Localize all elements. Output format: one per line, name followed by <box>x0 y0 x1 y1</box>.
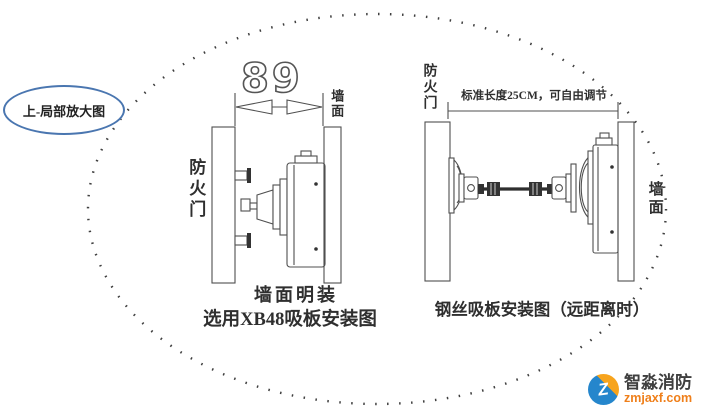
electromagnet-body <box>286 150 326 268</box>
xb48-suction-plate <box>256 178 288 236</box>
left-caption: 选用XB48吸板安装图 <box>203 310 377 330</box>
right-dimension-note: 标准长度25CM，可自由调节 <box>461 90 607 102</box>
right-installation-diagram <box>424 102 635 282</box>
right-wall-label: 墙面 <box>646 181 663 217</box>
screw-icon <box>610 230 614 234</box>
right-dimension-line <box>447 102 619 119</box>
wire-ferrule-icon <box>529 182 542 196</box>
brand-name: 智淼消防 <box>624 373 692 393</box>
left-wall <box>323 126 342 284</box>
left-wall-label: 墙面 <box>329 89 345 119</box>
dotted-boundary-ellipse <box>86 12 668 406</box>
left-arrowhead-icon <box>235 99 273 115</box>
wire-suction-plate <box>448 157 479 214</box>
screw-icon <box>314 182 318 186</box>
brand-website: zmjaxf.com <box>624 390 693 405</box>
wire-electromagnet <box>551 132 619 254</box>
steel-wire <box>478 182 554 196</box>
right-caption: 钢丝吸板安装图（远距离时） <box>434 300 650 319</box>
left-fire-door <box>211 126 236 284</box>
clamp-hole-icon <box>467 184 475 192</box>
right-fire-door <box>424 121 451 282</box>
brand-logo-icon: Z <box>588 374 619 405</box>
screw-icon <box>314 247 318 251</box>
right-arrowhead-icon <box>286 99 323 115</box>
right-fire-door-label: 防火门 <box>421 63 437 111</box>
left-mount-type-label: 墙面明装 <box>254 285 338 305</box>
wire-ferrule-icon <box>487 182 500 196</box>
suction-plate-bracket <box>234 168 258 248</box>
left-dimension-value: 89 <box>240 55 303 103</box>
right-wall <box>617 121 635 282</box>
left-dimension-line <box>234 93 324 126</box>
callout-label: 上-局部放大图 <box>3 85 125 135</box>
left-installation-diagram <box>211 93 342 284</box>
screw-icon <box>610 165 614 169</box>
logo-swoosh-icon: Z <box>597 379 610 400</box>
left-fire-door-label: 防火门 <box>186 158 206 221</box>
brand-watermark: Z 智淼消防 zmjaxf.com <box>588 374 692 405</box>
clamp-hole-icon <box>555 184 563 192</box>
